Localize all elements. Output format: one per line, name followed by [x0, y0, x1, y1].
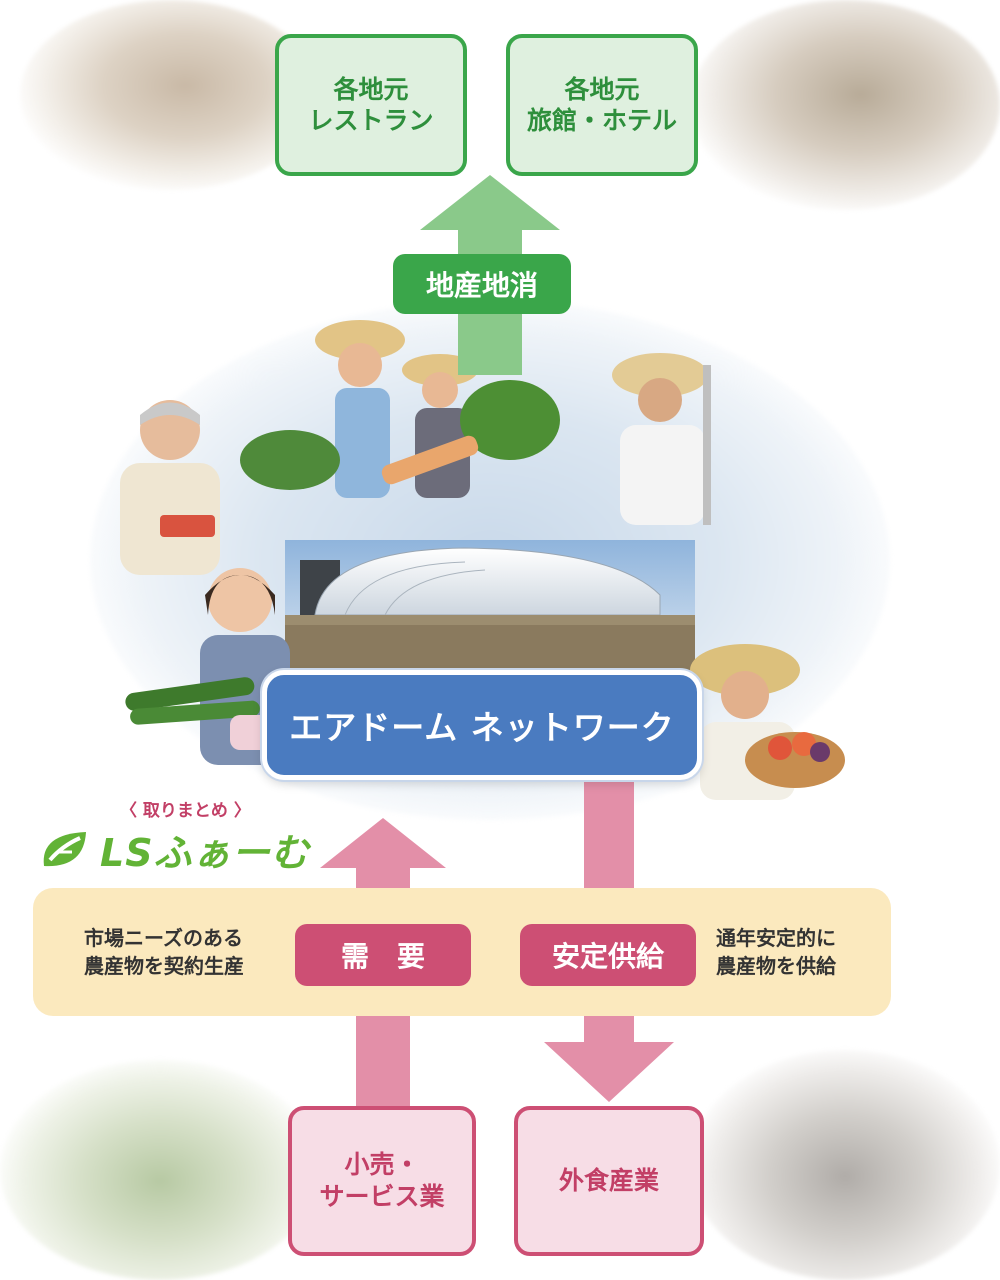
ls-farm-logo: LSふぁーむ	[36, 822, 310, 877]
retail-box: 小売・ サービス業	[288, 1106, 476, 1256]
logo-text: LSふぁーむ	[100, 831, 310, 875]
photo-food-top-left	[20, 0, 320, 190]
air-dome-network-box: エアドーム ネットワーク	[262, 670, 702, 780]
demand-badge: 需 要	[295, 924, 471, 986]
farmer-with-tomatoes-photo	[120, 400, 220, 575]
restaurant-box: 各地元 レストラン	[275, 34, 467, 176]
farmers-with-vegetables-photo	[240, 320, 560, 498]
photo-hotel-top-right	[690, 0, 1000, 210]
hotel-label: 各地元 旅館・ホテル	[526, 74, 677, 135]
local-consumption-badge: 地産地消	[393, 254, 571, 314]
band-left-text: 市場ニーズのある 農産物を契約生産	[84, 926, 244, 978]
demand-label: 需 要	[340, 940, 425, 973]
leaf-logo-icon	[43, 831, 86, 866]
food-service-label: 外食産業	[558, 1165, 659, 1195]
food-service-box: 外食産業	[514, 1106, 704, 1256]
network-label: エアドーム ネットワーク	[289, 708, 675, 747]
farmer-with-basket-photo	[690, 644, 845, 800]
band-right-text: 通年安定的に 農産物を供給	[716, 926, 836, 978]
air-dome-illustration	[285, 540, 695, 680]
restaurant-label: 各地元 レストラン	[308, 74, 434, 135]
hotel-box: 各地元 旅館・ホテル	[506, 34, 698, 176]
farmer-with-hoe-photo	[612, 353, 711, 525]
photo-kitchen-bottom-right	[690, 1050, 1000, 1280]
supply-label: 安定供給	[551, 940, 664, 973]
local-consumption-label: 地産地消	[425, 269, 538, 302]
organizer-caption: 〈 取りまとめ 〉	[120, 801, 251, 821]
photo-market-bottom-left	[0, 1060, 320, 1280]
retail-label: 小売・ サービス業	[319, 1149, 445, 1212]
supply-badge: 安定供給	[520, 924, 696, 986]
